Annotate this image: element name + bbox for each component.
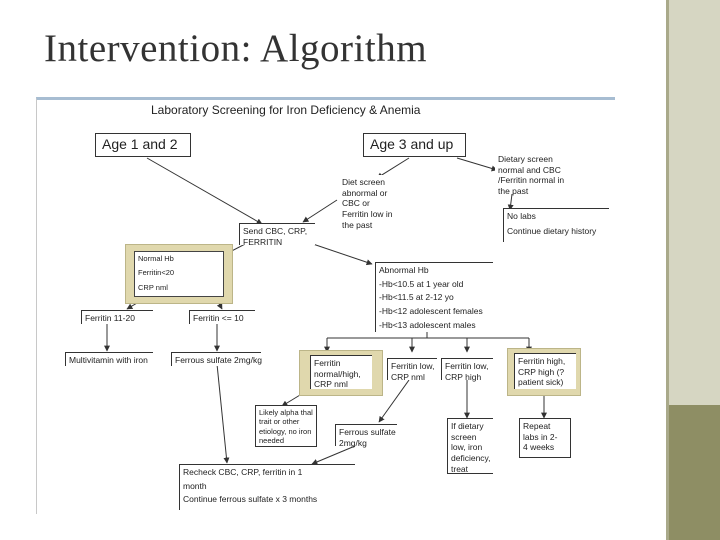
- node-text: 2mg/kg: [339, 437, 367, 448]
- node-text: Age 3 and up: [370, 136, 454, 152]
- node-if-dietary-screen-low: If dietary screen low, iron deficiency, …: [447, 418, 493, 474]
- edge-dietabnormal-send: [302, 199, 338, 223]
- highlight-ferritin-high-crp-high: Ferritin high, CRP high (? patient sick): [507, 348, 581, 396]
- node-abnormal-hb: Abnormal Hb -Hb<10.5 at 1 year old -Hb<1…: [375, 262, 493, 332]
- node-text: Multivitamin with iron: [69, 355, 148, 365]
- highlight-normal-hb: Normal Hb Ferritin<20 CRP nml: [125, 244, 233, 304]
- node-likely-alpha-thal: Likely alpha thal trait or other etiolog…: [255, 405, 317, 447]
- node-ferrous-sulfate-2mgkg: Ferrous sulfate 2mg/kg: [171, 352, 262, 366]
- sidebar-accent-stripe: [666, 0, 669, 540]
- node-age-3-and-up: Age 3 and up: [363, 133, 466, 157]
- edge-ferrous2-recheck: [216, 363, 230, 464]
- node-text: Continue ferrous sulfate x 3 months: [183, 494, 318, 505]
- slide-title: Intervention: Algorithm: [44, 27, 428, 70]
- node-send-cbc-crp-ferritin: Send CBC, CRP, FERRITIN: [239, 223, 315, 247]
- node-text: CRP nml: [138, 282, 168, 292]
- node-text: Ferritin low in: [342, 208, 393, 219]
- node-ferritin-le-10: Ferritin <= 10: [189, 310, 255, 324]
- node-text: /Ferritin normal in: [498, 175, 565, 186]
- node-text: Repeat: [523, 421, 551, 431]
- node-text: trait or other: [259, 417, 300, 427]
- node-text: -Hb<13 adolescent males: [379, 319, 476, 330]
- node-text: labs in 2-: [523, 431, 558, 442]
- node-text: Ferritin low,: [391, 361, 435, 371]
- node-text: treat: [451, 463, 469, 474]
- node-text: needed: [259, 436, 285, 446]
- node-text: abnormal or: [342, 187, 388, 198]
- edge-age3-dietnormal: [456, 157, 498, 172]
- node-text: the past: [342, 219, 373, 230]
- node-normal-hb-text: Normal Hb Ferritin<20 CRP nml: [135, 252, 223, 294]
- node-recheck-cbc: Recheck CBC, CRP, ferritin in 1 month Co…: [179, 464, 355, 510]
- edge-ferrousbox-recheck: [311, 445, 356, 465]
- node-text: Likely alpha thal: [259, 408, 313, 417]
- node-text: If dietary: [451, 421, 484, 431]
- node-dietary-screen-normal: Dietary screen normal and CBC /Ferritin …: [495, 152, 585, 196]
- node-text: Dietary screen: [498, 154, 553, 164]
- node-text: month: [183, 480, 207, 491]
- node-text: 4 weeks: [523, 442, 555, 453]
- node-text: Age 1 and 2: [102, 136, 178, 152]
- node-diet-screen-abnormal: Diet screen abnormal or CBC or Ferritin …: [339, 175, 411, 230]
- node-normal-hb: Normal Hb Ferritin<20 CRP nml: [134, 251, 224, 297]
- node-ferrous-sulfate-box: Ferrous sulfate 2mg/kg: [335, 424, 397, 448]
- edge-send-abnormalhb: [306, 241, 373, 266]
- flowchart-title: Laboratory Screening for Iron Deficiency…: [151, 103, 421, 117]
- node-text: Send CBC, CRP,: [243, 226, 308, 236]
- node-ferritin-normal-high: Ferritin normal/high, CRP nml: [310, 355, 372, 389]
- node-no-labs: No labs Continue dietary history: [503, 208, 609, 242]
- flowchart-connectors: [104, 157, 547, 465]
- edge-age3-dietabnormal: [376, 157, 410, 179]
- node-ferritin-11-20: Ferritin 11-20: [81, 310, 153, 324]
- node-text: Abnormal Hb: [379, 265, 429, 275]
- decorative-sidebar: [666, 0, 720, 540]
- node-text: Continue dietary history: [507, 225, 597, 236]
- highlight-ferritin-normal-high: Ferritin normal/high, CRP nml: [299, 350, 383, 396]
- algorithm-flowchart: Laboratory Screening for Iron Deficiency…: [36, 97, 615, 514]
- node-text: Ferrous sulfate 2mg/kg: [175, 355, 262, 365]
- node-text: Ferrous sulfate: [339, 427, 396, 437]
- node-ferritin-low-crp-high: Ferritin low, CRP high: [441, 358, 493, 382]
- node-text: CRP high: [445, 371, 482, 382]
- node-text: deficiency,: [451, 452, 491, 463]
- node-text: Ferritin high,: [518, 356, 566, 366]
- node-text: No labs: [507, 211, 536, 221]
- node-text: etiology, no iron: [259, 426, 312, 436]
- node-text: FERRITIN: [243, 236, 283, 247]
- node-text: CRP nml: [314, 379, 348, 390]
- node-text: the past: [498, 185, 529, 196]
- node-text: -Hb<12 adolescent females: [379, 305, 483, 316]
- node-text: CRP high (?: [518, 366, 565, 377]
- node-multivitamin-with-iron: Multivitamin with iron: [65, 352, 153, 366]
- node-repeat-labs: Repeat labs in 2- 4 weeks: [519, 418, 571, 458]
- node-text: CBC or: [342, 198, 370, 209]
- node-text: -Hb<10.5 at 1 year old: [379, 278, 464, 289]
- node-text: normal and CBC: [498, 164, 561, 175]
- node-text: patient sick): [518, 377, 564, 388]
- edge-flow-ferrousbox: [378, 379, 410, 423]
- node-text: screen: [451, 431, 477, 442]
- node-text: Recheck CBC, CRP, ferritin in 1: [183, 467, 303, 477]
- node-text: Ferritin 11-20: [85, 313, 135, 323]
- node-text: CRP nml: [391, 371, 425, 382]
- node-text: Normal Hb: [138, 254, 174, 263]
- node-text: low, iron: [451, 442, 483, 453]
- node-text: Ferritin<20: [138, 268, 175, 278]
- node-text: Ferritin low,: [445, 361, 489, 371]
- node-ferritin-high-crp-high: Ferritin high, CRP high (? patient sick): [514, 353, 576, 389]
- node-age-1-and-2: Age 1 and 2: [95, 133, 191, 157]
- node-text: Ferritin <= 10: [193, 313, 244, 323]
- node-text: Ferritin: [314, 358, 341, 368]
- node-text: -Hb<11.5 at 2-12 yo: [379, 292, 454, 303]
- edge-dietnormal-nolabs: [507, 193, 514, 211]
- node-text: normal/high,: [314, 368, 361, 379]
- edge-age12-send: [146, 157, 263, 225]
- node-text: Diet screen: [342, 177, 385, 187]
- sidebar-accent-block: [669, 405, 720, 540]
- node-ferritin-low-crp-nml: Ferritin low, CRP nml: [387, 358, 437, 382]
